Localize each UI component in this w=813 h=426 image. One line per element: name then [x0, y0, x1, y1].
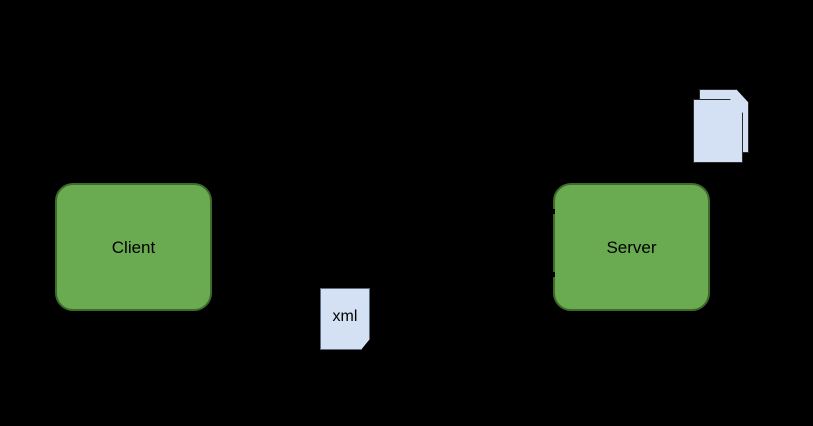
- stacked-documents-icon[interactable]: [693, 89, 749, 163]
- connector-endpoint-icon: [551, 209, 555, 214]
- node-client-label: Client: [111, 237, 156, 257]
- node-server-label: Server: [606, 237, 657, 257]
- document-sheet-front-icon: [693, 99, 743, 163]
- node-client[interactable]: Client: [55, 183, 212, 311]
- document-body: [320, 288, 370, 350]
- connector-endpoint-icon: [551, 272, 555, 277]
- xml-document-label: xml: [332, 308, 358, 325]
- node-server[interactable]: Server: [553, 183, 710, 311]
- xml-document-icon[interactable]: xml: [320, 288, 370, 350]
